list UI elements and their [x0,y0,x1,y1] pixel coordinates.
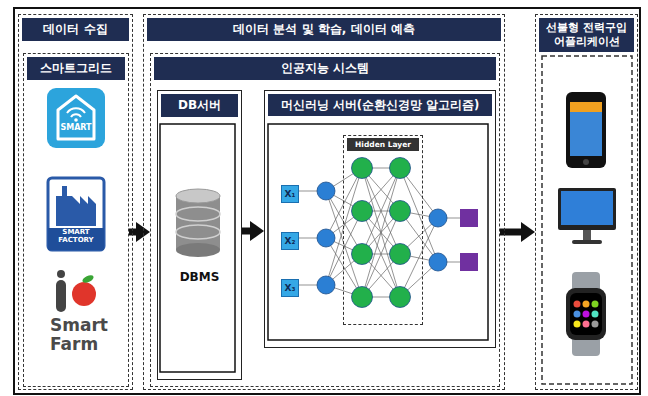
factory-shape [56,186,96,226]
input-node: X₃ [281,279,299,297]
wifi-symbol [67,108,85,117]
neuron [317,229,335,247]
neuron [390,158,411,179]
ml-inner-box [268,124,488,340]
header-band: 데이터 분석 및 학습, 데이터 예측 [147,18,501,41]
app-dot [592,321,599,328]
neuron [390,201,411,222]
header-band: DB서버 [161,94,238,117]
app-dot [574,321,581,328]
neuron [317,276,335,294]
header-band: Hidden Layer [347,138,419,151]
input-label: X₁ [282,186,298,202]
app-dot [574,311,581,318]
output-node [460,253,478,271]
app-dot [574,301,581,308]
network-link [296,238,317,239]
flow-arrow [500,229,521,236]
neuron [429,253,447,271]
smart-home-icon [47,88,105,148]
phone-icon [566,92,606,168]
layer-group: Hidden Layer [343,135,423,325]
app-dot [583,311,590,318]
neuron [390,287,411,308]
column-frame: DB서버 DBMS Hidden LayerX₁ X₂ X₃ 머신러닝 서버(순환신경망 … [143,14,505,390]
network-link [296,285,317,286]
device-frame [542,56,632,384]
database-icon [176,189,220,257]
outer-border [14,8,640,394]
apple-leaf [81,274,94,285]
app-dot [583,301,590,308]
app-dot [583,321,590,328]
icon-text: SMART FACTORY [48,229,104,244]
column-frame: 선불형 전력구입 어플리케이션 [535,14,638,390]
logo-text: Smart Farm [50,316,116,353]
header-band: 머신러닝 서버(순환신경망 알고리즘) [268,94,492,116]
header-band: 인공지능 시스템 [154,57,496,80]
system-panel: DB서버 DBMS Hidden LayerX₁ X₂ X₃ 머신러닝 서버(순환신경망 … [150,53,500,387]
factory-band [48,228,104,250]
wifi-dot [74,118,78,122]
icon-text: SMART [58,124,94,133]
network-link [296,191,317,192]
apple [72,282,96,306]
db-inner-box [160,124,235,372]
header-band: 데이터 수집 [22,18,129,41]
app-dot [592,311,599,318]
input-node: X₂ [281,232,299,250]
neuron [352,244,373,265]
input-label: X₃ [282,280,298,296]
farm-figure [56,280,66,312]
smart-factory-icon [48,178,104,250]
header-band: 선불형 전력구입 어플리케이션 [539,18,634,52]
neuron [352,201,373,222]
neuron [390,244,411,265]
neuron [429,209,447,227]
app-dot [592,301,599,308]
neuron [352,287,373,308]
network-link [362,168,400,297]
db-label: DBMS [158,270,241,284]
neuron [317,182,335,200]
output-node [460,209,478,227]
monitor-icon [558,188,616,244]
farm-figure-head [57,270,65,278]
neuron [352,158,373,179]
input-label: X₂ [282,233,298,249]
network-link [362,168,400,297]
server-panel: DB서버 DBMS [157,90,242,380]
flow-arrow [242,228,250,235]
input-node: X₁ [281,185,299,203]
house-outline [58,96,94,139]
server-panel: Hidden LayerX₁ X₂ X₃ 머신러닝 서버(순환신경망 알고리즘) [264,90,496,348]
header-band: 스마트그리드 [27,57,125,80]
watch-icon [566,272,606,356]
